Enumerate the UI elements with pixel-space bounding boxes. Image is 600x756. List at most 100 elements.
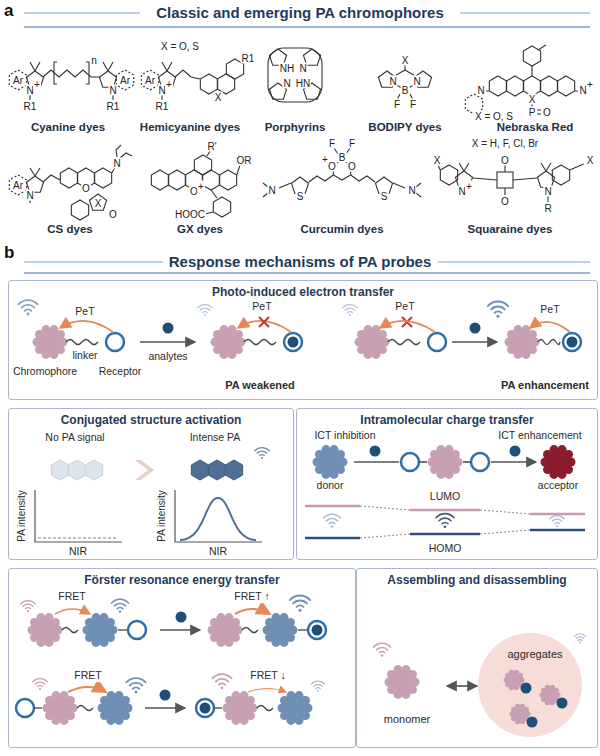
panel-letter: b [4,244,14,263]
atom-label: X [586,155,595,166]
mechanism-label: Receptor [98,366,143,378]
atom-label: X [528,94,537,105]
atom-label: O [347,161,357,172]
atom-label: R1 [241,53,256,64]
atom-label: N [267,185,276,196]
atom-label: N [298,63,307,74]
atom-label: X = O, S [160,41,200,52]
atom-label: R1 [23,101,38,112]
dye-name: Squaraine dyes [467,223,552,236]
atom-label: R [543,203,552,214]
atom-label: OR [236,155,253,166]
atom-label: N [25,190,34,201]
dye-name: CS dyes [47,223,92,236]
atom-label: N [412,76,421,87]
atom-label: NH [279,63,295,74]
atom-label: O [81,183,91,194]
atom-label: + [33,79,41,90]
atom-label: P [528,107,537,118]
atom-label: N [282,78,291,89]
mechanism-label: ICT enhancement [497,430,582,442]
dye-name: Cyanine dyes [31,121,105,134]
atom-label: + [165,79,173,90]
panel-heading: Photo-induced electron transfer [9,281,597,299]
dye-name: BODIPY dyes [368,121,441,134]
atom-label: N [476,85,485,96]
atom-label: HN [295,78,311,89]
panel-title: Classic and emerging PA chromophores [150,5,450,22]
atom-label: S [380,191,389,202]
atom-label: B [338,152,347,163]
mechanism-label: FRET ↑ [233,591,270,603]
atom-label: X = H, F, Cl, Br [471,138,539,149]
equilibrium-arrow [447,685,477,687]
mechanism-label: NIR [208,546,228,558]
mechanism-label: No PA signal [44,432,105,444]
mechanism-label: analytes [147,351,188,363]
mechanism-panel: Assembling and disassembling monomer aggre… [356,568,598,748]
node-text: monomer [369,713,445,725]
atom-label: Ar [12,180,24,191]
mechanism-label: acceptor [537,480,579,492]
mechanism-label: PeT [74,306,95,318]
atom-label: B [401,85,410,96]
atom-label: Ar [119,75,131,86]
mechanism-label: Intense PA [189,432,242,444]
atom-label: N [543,186,552,197]
atom-label: N [112,158,121,169]
panel-letter: a [4,2,13,21]
panel-title: Response mechanisms of PA probes [163,254,438,271]
atom-label: X [401,55,410,66]
node-text: aggregates [479,634,591,660]
atom-label: R1 [155,101,170,112]
mechanism-label: donor [316,480,345,492]
mechanism-label: Chromophore [12,366,78,378]
aggregate-circle: aggregates [479,634,591,738]
mechanism-label: PeT [394,301,415,313]
atom-label: X [214,92,223,103]
mechanism-label: PA weakened [225,379,295,391]
atom-label: F [348,138,356,149]
axis-label: PA intensity [156,490,167,542]
atom-label: R' [206,141,217,152]
dye-name: GX dyes [177,223,223,236]
atom-label: n [90,55,98,66]
mechanism-label: PeT [539,304,560,316]
atom-label: HOOC [174,209,206,220]
panel-heading: Conjugated structure activation [9,409,293,427]
atom-label: Ar [144,75,156,86]
atom-label: R1 [106,101,121,112]
atom-label: + [586,79,594,90]
dye-name: Hemicyanine dyes [140,121,240,134]
atom-label: S [296,191,305,202]
atom-label: O [108,209,118,220]
panel-heading: Assembling and disassembling [357,569,597,587]
atom-label: Ar [12,75,24,86]
atom-label: X = O, S [474,111,514,122]
atom-label: F [393,99,401,110]
atom-label: N [108,85,117,96]
mechanism-label: ICT inhibition [313,430,376,442]
atom-label: O [542,107,552,118]
atom-label: + [465,181,473,192]
mechanism-label: NIR [68,546,88,558]
atom-label: + [321,154,329,165]
atom-label: O [500,155,510,166]
atom-label: N [388,76,397,87]
axis-label: PA intensity [16,490,27,542]
atom-label: X [433,155,442,166]
mechanism-label: FRET [73,670,102,682]
dye-name: Nebraska Red [497,121,574,134]
mechanism-label: PeT [251,301,272,313]
atom-label: F [328,138,336,149]
mechanism-label: FRET ↓ [249,670,286,682]
mechanism-label: linker [71,350,98,362]
atom-label: + [197,181,205,192]
atom-label: F [409,99,417,110]
mechanism-label: HOMO [428,543,463,555]
mechanism-label: LUMO [429,491,461,503]
panel-heading: Intramolecular charge transfer [297,409,597,427]
atom-label: X [94,198,103,209]
mechanism-panel: Conjugated structure activation [8,408,294,560]
panel-heading: Förster resonance energy transfer [9,569,355,587]
